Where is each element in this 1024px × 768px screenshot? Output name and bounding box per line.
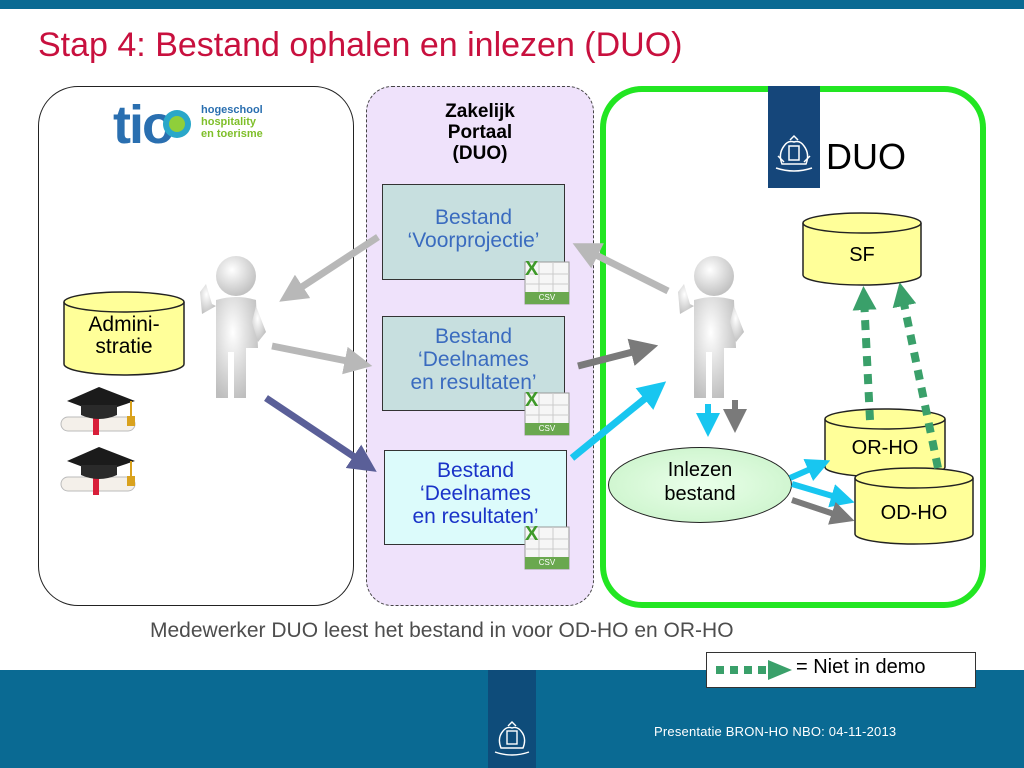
file-box-voorprojectie: Bestand ‘Voorprojectie’ — [382, 184, 565, 280]
csv-label: CSV — [538, 424, 556, 433]
file-box-line: ‘Deelnames — [418, 348, 529, 371]
arrow-portal-to-duo — [577, 338, 659, 370]
administratie-label: Admini- stratie — [62, 314, 186, 358]
tio-logo-line-2: hospitality — [201, 116, 257, 128]
od-ho-label: OD-HO — [880, 502, 948, 524]
file-box-line: en resultaten’ — [412, 505, 539, 528]
duo-label: DUO — [826, 136, 906, 177]
legend-dotted-arrow-icon — [716, 660, 792, 680]
arrow-duo-to-portal — [572, 243, 670, 295]
inlezen-label-line-2: bestand — [664, 483, 736, 505]
school-employee-figure-icon — [200, 256, 266, 398]
arrow-inlezen-to-odho-cyan — [791, 481, 855, 508]
top-bar — [0, 0, 1024, 9]
tio-logo-line-3: en toerisme — [201, 128, 263, 140]
excel-x-icon: X — [525, 523, 539, 545]
administratie-label-line-2: stratie — [95, 335, 153, 358]
file-box-line: Bestand — [434, 325, 513, 348]
footer-text: Presentatie BRON-HO NBO: 04-11-2013 — [654, 724, 897, 739]
csv-file-icon: CSV X — [523, 258, 571, 306]
graduation-diploma-icon — [60, 387, 136, 435]
arrow-odho-to-sf-dotted — [892, 282, 942, 469]
arrow-portal-to-school — [279, 234, 380, 302]
portal-title-line-1: Zakelijk — [445, 101, 515, 122]
portal-title-line-3: (DUO) — [452, 143, 508, 164]
graduation-diploma-icon-2 — [60, 447, 136, 495]
csv-label: CSV — [538, 293, 556, 302]
portal-title-line-2: Portaal — [447, 122, 513, 143]
tio-logo-o-icon — [163, 110, 191, 138]
sf-label: SF — [849, 244, 875, 266]
arrow-upload-to-duo — [569, 381, 667, 461]
file-box-line: Bestand — [436, 459, 515, 482]
rijksoverheid-emblem-icon — [775, 134, 813, 172]
csv-label: CSV — [538, 558, 556, 567]
administratie-label-line-1: Admini- — [88, 313, 160, 336]
slide-title: Stap 4: Bestand ophalen en inlezen (DUO) — [38, 26, 683, 64]
file-box-line: ‘Deelnames — [420, 482, 531, 505]
portal-title: Zakelijk Portaal (DUO) — [366, 101, 594, 164]
inlezen-bestand-process — [608, 447, 792, 523]
slide-caption: Medewerker DUO leest het bestand in voor… — [150, 619, 734, 642]
file-box-line: Bestand — [434, 206, 513, 229]
sf-database-icon — [802, 212, 922, 286]
administratie-database-icon — [63, 291, 185, 376]
file-box-line: ‘Voorprojectie’ — [407, 229, 540, 252]
arrow-school-upload — [264, 395, 377, 472]
or-ho-database-icon — [824, 408, 946, 478]
arrow-inlezen-to-odho-gray — [791, 497, 855, 525]
csv-file-icon: CSV X — [523, 389, 571, 437]
file-box-line: en resultaten’ — [410, 371, 537, 394]
tio-logo-line-1: hogeschool — [201, 104, 263, 116]
arrow-school-to-portal — [271, 342, 373, 375]
inlezen-bestand-label: Inlezen bestand — [608, 458, 792, 506]
rijksoverheid-emblem-icon — [494, 721, 530, 756]
inlezen-label-line-1: Inlezen — [667, 459, 733, 481]
od-ho-database-icon — [854, 467, 974, 545]
or-ho-label: OR-HO — [851, 437, 919, 459]
csv-file-icon: CSV X — [523, 523, 571, 571]
arrow-orho-to-sf-dotted — [852, 286, 877, 421]
legend-label: = Niet in demo — [796, 656, 926, 678]
excel-x-icon: X — [525, 258, 539, 280]
duo-employee-figure-icon — [678, 256, 744, 398]
excel-x-icon: X — [525, 389, 539, 411]
arrow-inlezen-to-orho — [788, 459, 831, 482]
